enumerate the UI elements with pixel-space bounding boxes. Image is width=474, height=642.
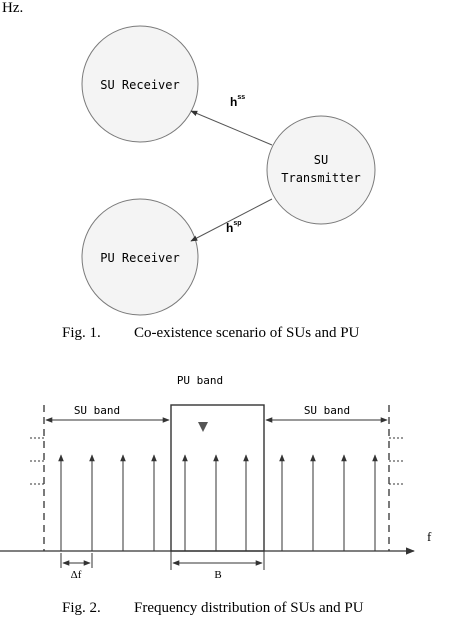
su-receiver-node: [81, 25, 199, 143]
link-ss-arrow: [190, 110, 273, 146]
fig1-diagram: SU Receiver PU Receiver SU Transmitter h…: [81, 25, 376, 316]
pu-band-label: PU band: [177, 374, 223, 387]
subcarrier-arrows: [58, 454, 378, 551]
top-fragment-text: Hz.: [2, 0, 23, 16]
link-ss-label: hss: [230, 94, 245, 109]
su-transmitter-label-line2: Transmitter: [281, 171, 360, 185]
su-transmitter-label-line1: SU: [314, 153, 328, 167]
pu-receiver-node: [81, 198, 199, 316]
su-receiver-label: SU Receiver: [100, 78, 179, 92]
pu-receiver-label: PU Receiver: [100, 251, 179, 265]
fig1-caption-text: Co-existence scenario of SUs and PU: [134, 325, 360, 341]
su-band-right-label: SU band: [304, 404, 350, 417]
fig2-diagram: PU band SU band SU band f: [0, 374, 432, 581]
frequency-axis-label: f: [427, 529, 432, 544]
fig1-caption-label: Fig. 1.: [62, 325, 101, 341]
fig2-caption-label: Fig. 2.: [62, 600, 101, 616]
link-sp-label: hsp: [226, 220, 242, 235]
pu-marker-triangle: [198, 422, 208, 432]
fig2-caption-text: Frequency distribution of SUs and PU: [134, 600, 364, 616]
su-band-left-label: SU band: [74, 404, 120, 417]
delta-f-label: Δf: [71, 569, 82, 581]
su-transmitter-node: [266, 115, 376, 225]
link-sp-arrow: [190, 198, 273, 242]
b-label: B: [214, 569, 221, 581]
